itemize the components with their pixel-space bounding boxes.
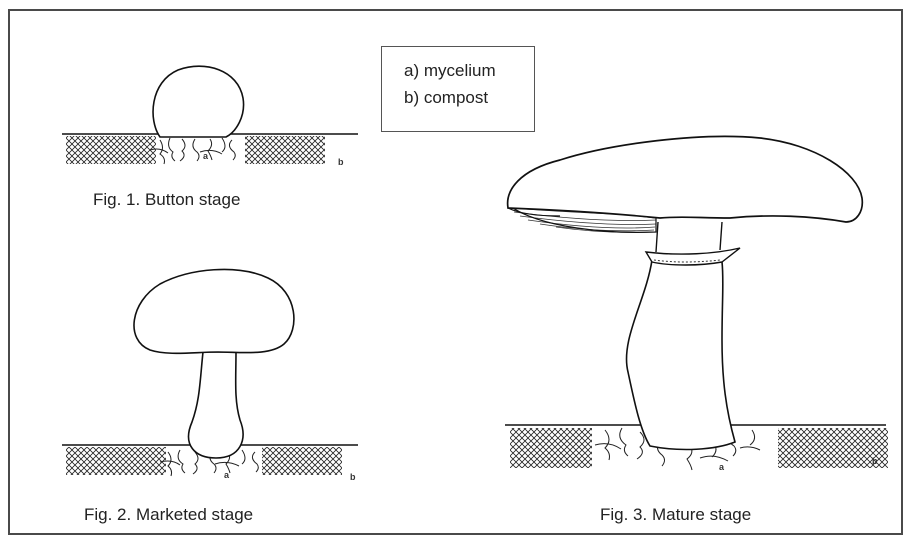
fig2-marketed-stage — [62, 269, 358, 476]
fig1-mark-b: b — [338, 157, 344, 167]
fig1-mark-a: a — [203, 151, 208, 161]
fig3-caption: Fig. 3. Mature stage — [600, 505, 751, 525]
fig2-compost-left — [66, 447, 166, 475]
fig2-mark-b: b — [350, 472, 356, 482]
fig3-mature-stage — [505, 136, 888, 470]
fig3-mark-a: a — [719, 462, 724, 472]
fig2-mark-a: a — [224, 470, 229, 480]
fig2-compost-right — [262, 447, 342, 475]
fig1-button-cap — [153, 66, 244, 137]
fig1-compost-right — [245, 136, 325, 164]
fig3-mark-b: b — [872, 456, 878, 466]
legend-box: a) mycelium b) compost — [381, 46, 535, 132]
fig1-button-stage — [62, 66, 358, 164]
fig2-cap — [134, 269, 294, 353]
fig3-compost-left — [510, 428, 592, 468]
legend-item-mycelium: a) mycelium — [404, 57, 534, 84]
fig1-compost-left — [66, 136, 156, 164]
fig3-ring — [646, 248, 740, 265]
fig2-caption: Fig. 2. Marketed stage — [84, 505, 253, 525]
fig1-mycelium — [150, 138, 235, 164]
fig3-cap — [508, 136, 863, 222]
legend-item-compost: b) compost — [404, 84, 534, 111]
fig3-stem — [626, 260, 735, 449]
fig2-stem — [189, 352, 243, 458]
fig1-caption: Fig. 1. Button stage — [93, 190, 240, 210]
